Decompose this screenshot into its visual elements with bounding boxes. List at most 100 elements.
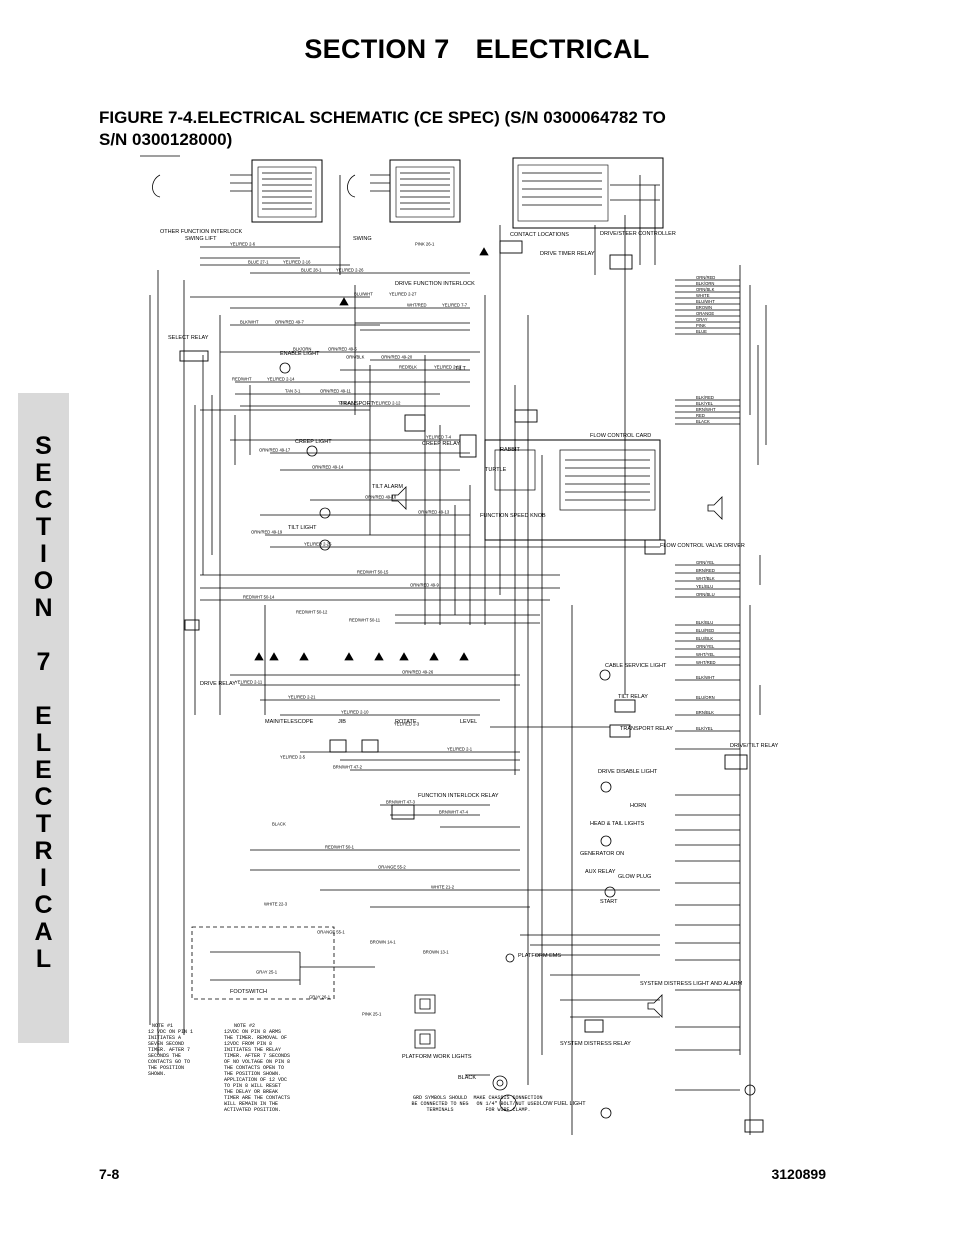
- wire-label: BLUE 28-1: [301, 268, 322, 273]
- wire-label: ORN/BLK: [346, 355, 365, 360]
- wire-label: YEL/RED 7-7: [442, 303, 468, 308]
- wire-label: YEL/RED 2-25: [304, 542, 332, 547]
- figure-caption-line-2: S/N 0300128000): [99, 130, 233, 149]
- terminal-label: BLK/YEL: [696, 726, 714, 731]
- electrical-schematic: SWING LIFT SWING OTHER FUNCTION INTERLOC…: [140, 155, 779, 1135]
- wire-label: BLU/WHT: [354, 292, 373, 297]
- page-number: 7-8: [99, 1166, 120, 1182]
- terminal-label: BLU/WHT: [696, 299, 715, 304]
- terminal-label: BLACK: [696, 419, 710, 424]
- wire-label: YEL/RED 2-5: [280, 755, 306, 760]
- side-tab-letter: E: [35, 459, 52, 487]
- label-platform-ems: PLATFORM EMS: [518, 953, 561, 959]
- terminal-label: WHT/YEL: [696, 652, 715, 657]
- wire-label: ORN/RED 49-20: [381, 355, 413, 360]
- drive-controller-module: [512, 157, 664, 229]
- platform-work-lights: [414, 994, 436, 1049]
- label-transport: TRANSPORT: [340, 401, 374, 407]
- terminal-label: WHT/RED: [696, 660, 716, 665]
- label-turtle: TURTLE: [485, 467, 507, 473]
- wire-label: YEL/RED 2-10: [341, 710, 369, 715]
- label-swing: SWING: [353, 236, 372, 242]
- label-black: BLACK: [458, 1075, 476, 1081]
- side-tab-letter: C: [34, 891, 53, 919]
- relay-boxes: [179, 240, 764, 1133]
- side-tab-letter: C: [34, 783, 53, 811]
- wire-label: ORN/RED 49-7: [275, 320, 305, 325]
- label-generator-on: GENERATOR ON: [580, 851, 624, 857]
- wire-label: YEL/RED 2-3: [394, 722, 420, 727]
- note-1: NOTE #1 12 VDC ON PIN 1 INITIATES A SEVE…: [148, 1023, 193, 1077]
- label-horn: HORN: [630, 803, 646, 809]
- label-enable-light: ENABLE LIGHT: [280, 351, 320, 357]
- label-transport-relay: TRANSPORT RELAY: [620, 726, 673, 732]
- side-tab-letter: N: [34, 594, 53, 622]
- wire-label: RED/WHT 50-12: [296, 610, 328, 615]
- side-tab-letter: [18, 622, 69, 649]
- terminal-label: BLU/RED: [696, 628, 714, 633]
- wire-label: BRN/WHT 47-4: [439, 810, 469, 815]
- wire-label: BLK/WHT: [240, 320, 259, 325]
- label-drive-disable-light: DRIVE DISABLE LIGHT: [598, 769, 658, 775]
- wire-label: GRAY 26-1: [309, 995, 331, 1000]
- wire-label: BROWN 13-1: [423, 950, 449, 955]
- label-system-distress-relay: SYSTEM DISTRESS RELAY: [560, 1041, 631, 1047]
- wire-label: ORANGE 55-1: [317, 930, 345, 935]
- side-tab-letter: T: [35, 513, 52, 541]
- wire-label: YEL/RED 2-6: [230, 242, 256, 247]
- wire-label: BLACK: [272, 822, 286, 827]
- wire-label: BROWN 14-1: [370, 940, 396, 945]
- wire-label: RED/BLK: [399, 365, 417, 370]
- side-tab-letter: L: [35, 945, 52, 973]
- figure-caption-line-1: FIGURE 7-4.ELECTRICAL SCHEMATIC (CE SPEC…: [99, 108, 666, 127]
- wire-label: BLK/ORN: [293, 347, 311, 352]
- note-2: NOTE #2 12VDC ON PIN 8 ARMS THE TIMER. R…: [224, 1023, 290, 1113]
- label-low-fuel-light: LOW FUEL LIGHT: [540, 1101, 586, 1107]
- label-other-function-interlock: OTHER FUNCTION INTERLOCK: [160, 229, 243, 235]
- wire-label: RED/WHT 50-11: [349, 618, 381, 623]
- wire-label: GRAY 25-1: [256, 970, 278, 975]
- label-function-speed-knob: FUNCTION SPEED KNOB: [480, 513, 546, 519]
- grd-symbols-note-text: GRD SYMBOLS SHOULD BE CONNECTED TO NEG T…: [411, 1095, 469, 1113]
- label-start: START: [600, 899, 618, 905]
- wire-label: ORN/RED 49-11: [320, 389, 352, 394]
- wire-label: YEL/RED 2-26: [336, 268, 364, 273]
- wire-label: RED/WHT 50-14: [243, 595, 275, 600]
- terminal-label: PINK: [696, 323, 706, 328]
- terminal-label: BRN/RED: [696, 568, 715, 573]
- terminal-label: WHT/BLK: [696, 576, 715, 581]
- label-creep-light: CREEP LIGHT: [295, 439, 332, 445]
- terminal-label: BLK/WHT: [696, 675, 715, 680]
- lamp-symbols: [279, 362, 756, 1119]
- note-1-title: NOTE #1: [152, 1023, 174, 1029]
- label-rotate: ROTATE: [395, 719, 417, 725]
- label-glow-plug: GLOW PLUG: [618, 874, 651, 880]
- figure-caption: FIGURE 7-4.ELECTRICAL SCHEMATIC (CE SPEC…: [99, 107, 759, 151]
- terminal-label: WHITE: [696, 293, 710, 298]
- wire-label: YEL/RED 2-12: [373, 401, 401, 406]
- label-drive-relay: DRIVE RELAY: [200, 681, 236, 687]
- wire-label: WHITE 21-2: [431, 885, 455, 890]
- label-flow-control-valve-driver: FLOW CONTROL VALVE DRIVER: [660, 543, 745, 549]
- wire-label: YEL/RED 2-27: [389, 292, 417, 297]
- label-drive-tilt-relay: DRIVE/TILT RELAY: [730, 743, 779, 749]
- wire-label: PINK 26-1: [415, 242, 435, 247]
- side-tab-letter: I: [40, 540, 47, 568]
- wire-label: ORN/RED 49-26: [402, 670, 434, 675]
- terminal-label: RED: [696, 413, 705, 418]
- side-tab-letter: S: [35, 432, 52, 460]
- section-number: SECTION 7: [304, 34, 450, 64]
- label-aux-relay: AUX RELAY: [585, 869, 616, 875]
- diode-row: [254, 247, 489, 661]
- terminal-label: GRAY: [696, 317, 708, 322]
- label-platform-work-lights: PLATFORM WORK LIGHTS: [402, 1054, 472, 1060]
- side-tab-letter: A: [34, 918, 53, 946]
- label-drive-timer-relay: DRIVE TIMER RELAY: [540, 251, 595, 257]
- label-head-tail-lights: HEAD & TAIL LIGHTS: [590, 821, 645, 827]
- note-2-title: NOTE #2: [234, 1023, 256, 1029]
- wire-label: RED/WHT 50-15: [357, 570, 389, 575]
- wire-label: BRN/WHT 47-3: [386, 800, 416, 805]
- chassis-connection-note-text: MAKE CHASSIS CONNECTION ON 1/4" BOLT/NUT…: [473, 1095, 543, 1113]
- terminal-label: ORANGE: [696, 311, 714, 316]
- wire-label: YEL/RED 2-1: [447, 747, 473, 752]
